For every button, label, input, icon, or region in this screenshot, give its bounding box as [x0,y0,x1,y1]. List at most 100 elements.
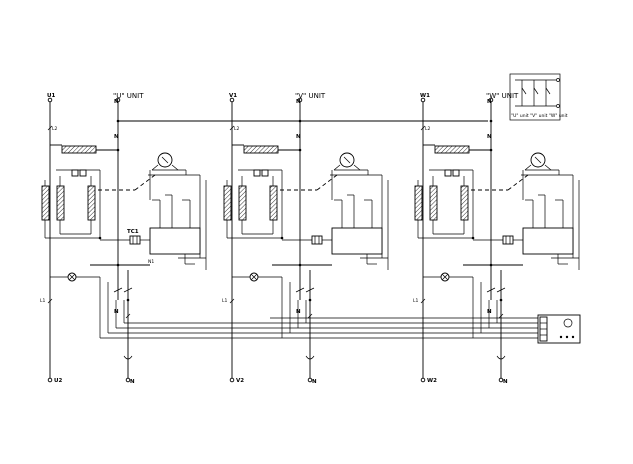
line-tick [420,298,426,304]
neutral-label: N [487,134,492,140]
control-module [331,227,383,255]
neutral-top-label: N [296,99,301,105]
neutral-bottom-label: N [130,379,135,385]
neutral-label: N [114,134,119,140]
resistor-mid [238,185,247,221]
lamp-label: L2 [234,126,240,132]
lamp-label: L2 [52,126,58,132]
junction-dot [98,236,102,240]
neutral-top-label: N [487,99,492,105]
junction-dot [280,236,284,240]
resistor-left [414,185,423,221]
bottom-terminal-label: U2 [54,378,62,384]
switch-label: TC1 [127,229,139,235]
resistor-left [41,185,50,221]
top-terminal [47,97,53,103]
junction-dot [489,263,493,267]
resistor-right [460,185,469,221]
heater-element [243,145,279,154]
line-label: L1 [40,298,46,304]
thermostat-switch [502,235,514,245]
neutral-bottom-terminal [307,377,313,383]
junction-dot [116,148,120,152]
neutral-top-label: N [114,99,119,105]
unit-title: "U" UNIT [113,92,144,100]
switch-box-a [444,169,452,177]
neutral-top-terminal [488,97,494,103]
junction-dot [298,119,302,123]
bottom-terminal [47,377,53,383]
switch-box-b [79,169,87,177]
line-tick [47,298,53,304]
motor-icon [530,152,546,168]
line-tick [229,125,235,131]
top-terminal-label: U1 [47,93,55,99]
unit-1: "V" UNITV1NNL2L1V2NBrBlN [222,92,389,385]
junction-dot [308,298,312,302]
unit-0: "U" UNITU1NNL2L1U2NTC1N1BrBlN [40,92,207,385]
line-label: L1 [222,298,228,304]
junction-dot [116,119,120,123]
junction-dot [489,148,493,152]
heater-element [61,145,97,154]
top-terminal [420,97,426,103]
junction-dot [298,148,302,152]
thermostat-switch [129,235,141,245]
switch-box-b [261,169,269,177]
legend-caption: "U" unit "V" unit "W" unit [511,113,568,119]
switch-box-a [253,169,261,177]
neutral-bottom-label: N [503,379,508,385]
bottom-buses [100,317,540,339]
bottom-terminal-label: V2 [236,378,244,384]
resistor-right [269,185,278,221]
switch-box-b [452,169,460,177]
neutral-label-low: N [114,309,119,315]
unit-2: "W" UNITW1NNL2L1W2NBrBlN [413,92,580,385]
neutral-bottom-terminal [498,377,504,383]
resistor-mid [56,185,65,221]
junction-dot [298,263,302,267]
line-tick [47,125,53,131]
lamp-label: L2 [425,126,431,132]
unit-title: "V" UNIT [295,92,326,100]
resistor-right [87,185,96,221]
neutral-bottom-terminal [125,377,131,383]
junction-dot [471,236,475,240]
junction-dot [499,298,503,302]
neutral-bottom-label: N [312,379,317,385]
heater-element [434,145,470,154]
line-label: L1 [413,298,419,304]
motor-icon [157,152,173,168]
neutral-top-terminal [115,97,121,103]
junction-box [537,314,581,344]
control-module [149,227,201,255]
junction-dot [489,119,493,123]
resistor-mid [429,185,438,221]
loop-curve [496,355,506,360]
loop-curve [123,355,133,360]
top-terminal-label: V1 [229,93,237,99]
bottom-terminal [229,377,235,383]
motor-icon [339,152,355,168]
top-terminal [229,97,235,103]
resistor-left [223,185,232,221]
junction-dot [116,263,120,267]
junction-dot [126,298,130,302]
unit-title: "W" UNIT [486,92,519,100]
bottom-terminal-label: W2 [427,378,437,384]
loop-curve [305,355,315,360]
thermostat-switch [311,235,323,245]
switch-box-a [71,169,79,177]
contact-label: N1 [148,259,154,265]
bottom-terminal [420,377,426,383]
top-terminal-label: W1 [420,93,430,99]
neutral-label-low: N [296,309,301,315]
line-tick [229,298,235,304]
legend-diagram: "U" unit "V" unit "W" unit [509,73,568,121]
neutral-label-low: N [487,309,492,315]
line-tick [420,125,426,131]
neutral-label: N [296,134,301,140]
control-module [522,227,574,255]
neutral-top-terminal [297,97,303,103]
